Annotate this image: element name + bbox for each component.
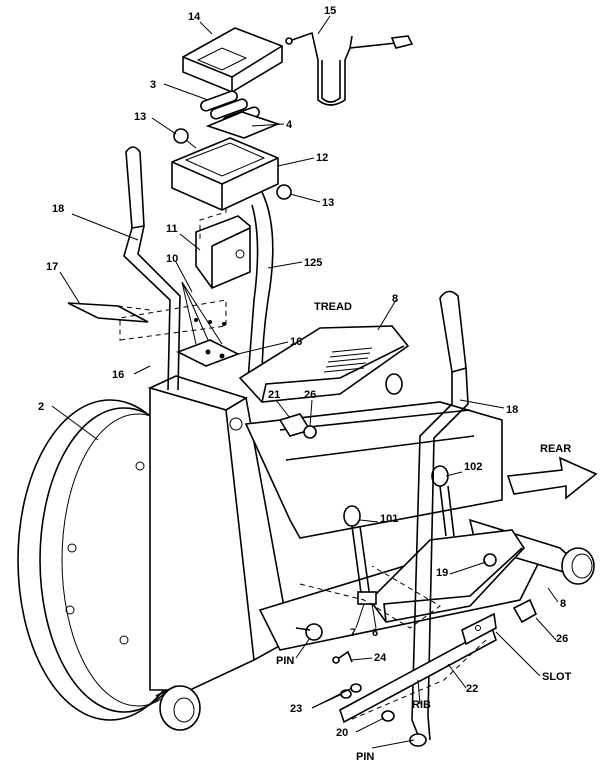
leader-lines — [51, 15, 559, 749]
callout-8: 8 — [392, 293, 398, 305]
callout-3: 3 — [150, 79, 156, 91]
callout-6: 6 — [372, 627, 378, 639]
callout-10: 10 — [166, 253, 178, 265]
callout-16: 16 — [290, 336, 302, 348]
callout-23: 23 — [290, 703, 302, 715]
part-125-mast — [261, 191, 274, 381]
tread-pedal-left — [238, 325, 410, 403]
pedal-arm-101 — [343, 505, 377, 605]
callout-17: 17 — [46, 261, 58, 273]
callout-24: 24 — [374, 652, 387, 664]
callout-rear: REAR — [540, 443, 571, 455]
handlebar-right-18 — [409, 290, 469, 747]
part-12-console-housing — [171, 137, 279, 211]
callout-4: 4 — [286, 119, 293, 131]
part-22-rib — [339, 612, 497, 724]
callout-8: 8 — [560, 598, 566, 610]
handlebar-left-18 — [123, 146, 181, 391]
part-23-washers — [340, 683, 362, 699]
part-16-plate — [176, 339, 240, 367]
callout-26: 26 — [304, 389, 316, 401]
part-13-knob-left — [173, 128, 197, 149]
part-10-screws — [181, 281, 226, 345]
callout-pin: PIN — [356, 751, 374, 763]
callout-26: 26 — [556, 633, 568, 645]
part-15-sensor-wire — [285, 31, 414, 106]
callout-18: 18 — [506, 404, 518, 416]
callout-13: 13 — [134, 111, 146, 123]
callout-13: 13 — [322, 197, 334, 209]
pivot-21 — [278, 413, 317, 439]
front-wheel — [155, 685, 201, 731]
callout-14: 14 — [188, 11, 201, 23]
callout-18: 18 — [52, 203, 64, 215]
callout-rib: RIB — [412, 699, 431, 711]
part-17-decal — [67, 302, 149, 323]
callout-22: 22 — [466, 683, 478, 695]
callout-2: 2 — [38, 401, 44, 413]
rear-arrow — [506, 456, 598, 500]
callout-101: 101 — [380, 513, 398, 525]
part-13-knob-right — [276, 184, 292, 200]
callout-tread: TREAD — [314, 301, 352, 313]
part-20-pin — [381, 710, 395, 722]
part-pin-front — [295, 623, 323, 641]
callout-102: 102 — [464, 461, 482, 473]
callout-16: 16 — [112, 369, 124, 381]
callout-19: 19 — [436, 567, 448, 579]
part-26-clip — [512, 598, 538, 624]
callout-21: 21 — [268, 389, 280, 401]
callout-125: 125 — [304, 257, 322, 269]
tread-pattern — [323, 347, 373, 373]
part-24-bolt — [332, 650, 353, 664]
alignment-lines — [199, 208, 487, 721]
part-11-bracket — [195, 215, 251, 289]
callout-pin: PIN — [276, 655, 294, 667]
callout-20: 20 — [336, 727, 348, 739]
callout-slot: SLOT — [542, 671, 572, 683]
callout-15: 15 — [324, 5, 336, 17]
callout-labels: 14 15 3 13 4 12 13 18 11 10 125 17 TREAD… — [38, 5, 572, 763]
callout-7: 7 — [350, 627, 356, 639]
part-14-display-cover — [182, 27, 283, 93]
callout-11: 11 — [166, 223, 178, 235]
callout-12: 12 — [316, 152, 328, 164]
upright-frame — [147, 375, 291, 691]
